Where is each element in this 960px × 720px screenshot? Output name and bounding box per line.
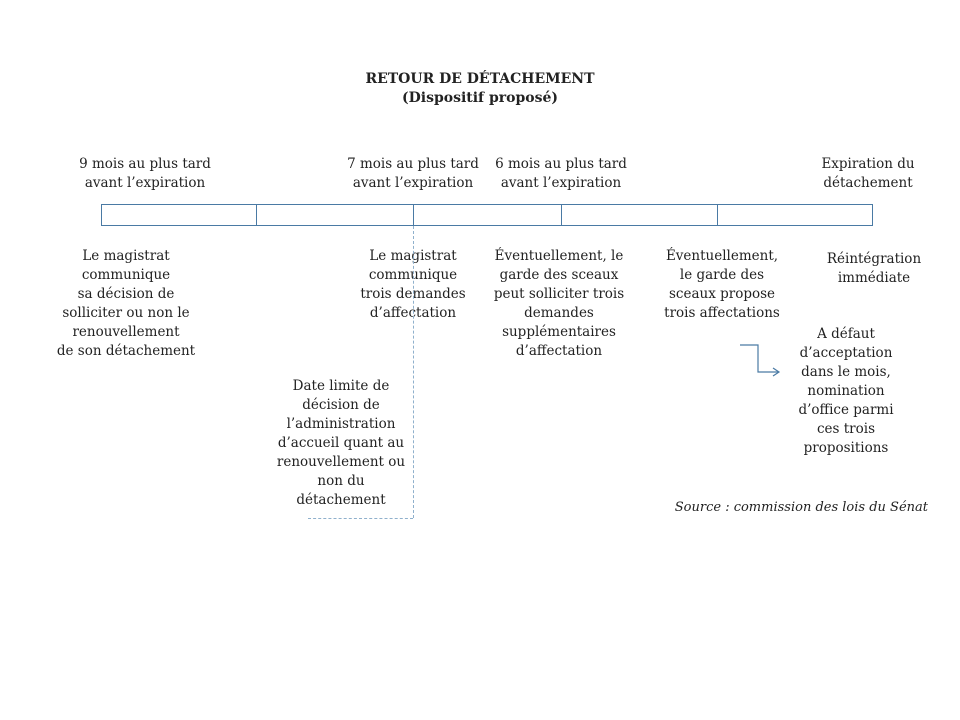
default-nomination-note: A défaut d’acceptation dans le mois, nom… bbox=[798, 326, 894, 456]
timeline-divider bbox=[561, 205, 562, 225]
diagram-title: RETOUR DE DÉTACHEMENT (Dispositif propos… bbox=[0, 70, 960, 108]
timeline-divider bbox=[256, 205, 257, 225]
source-credit: Source : commission des lois du Sénat bbox=[674, 500, 928, 515]
title-line-1: RETOUR DE DÉTACHEMENT bbox=[365, 71, 595, 87]
milestone-7-months: 7 mois au plus tard avant l’expiration bbox=[347, 156, 479, 191]
timeline-divider bbox=[413, 205, 414, 225]
step-magistrate-decision: Le magistrat communique sa décision de s… bbox=[56, 248, 196, 359]
timeline-divider bbox=[717, 205, 718, 225]
deadline-connector-horizontal bbox=[308, 518, 413, 519]
step-minister-proposes: Éventuellement, le garde des sceaux prop… bbox=[664, 248, 780, 321]
arrow-icon bbox=[740, 344, 781, 377]
deadline-connector-vertical bbox=[413, 226, 414, 518]
timeline-bar bbox=[101, 204, 873, 226]
deadline-note: Date limite de décision de l’administrat… bbox=[276, 378, 406, 508]
title-line-2: (Dispositif proposé) bbox=[401, 90, 559, 106]
milestone-9-months: 9 mois au plus tard avant l’expiration bbox=[79, 156, 211, 191]
step-reintegration: Réintégration immédiate bbox=[826, 251, 922, 286]
milestone-6-months: 6 mois au plus tard avant l’expiration bbox=[495, 156, 627, 191]
milestone-expiration: Expiration du détachement bbox=[821, 156, 915, 191]
step-minister-requests: Éventuellement, le garde des sceaux peut… bbox=[493, 248, 625, 359]
step-magistrate-requests: Le magistrat communique trois demandes d… bbox=[360, 248, 466, 321]
